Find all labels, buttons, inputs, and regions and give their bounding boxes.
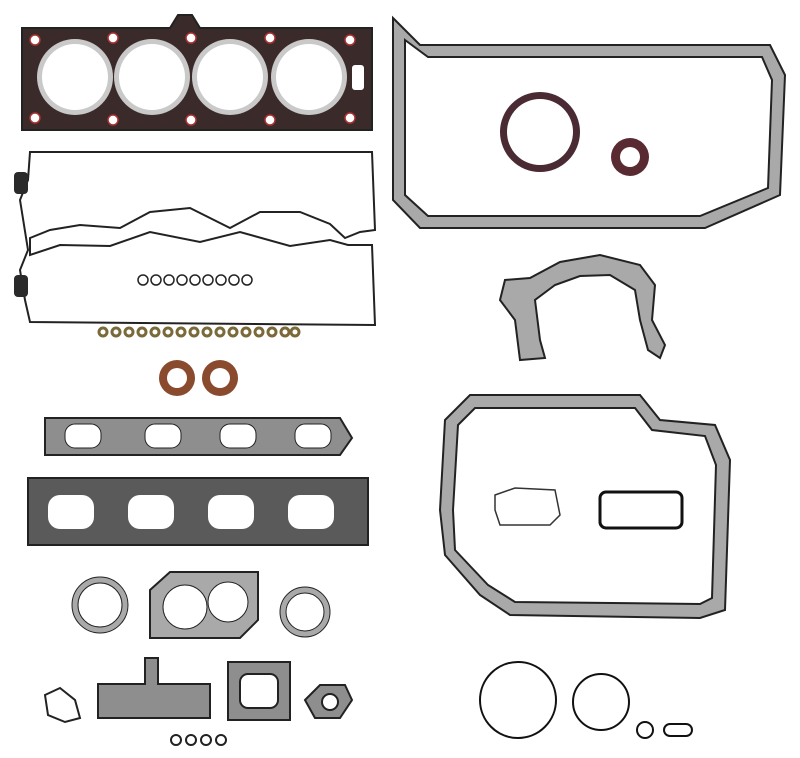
exhaust-rings xyxy=(71,571,331,639)
valve-stem-seals xyxy=(97,326,301,338)
large-o-rings xyxy=(479,661,693,739)
valve-cover-plug xyxy=(14,172,28,194)
front-cover-gasket xyxy=(498,253,667,362)
intake-manifold-gasket xyxy=(44,417,354,456)
valve-cover-gasket xyxy=(18,151,377,327)
small-gaskets xyxy=(43,657,354,746)
oil-pan-gasket-upper xyxy=(392,15,787,229)
camshaft-seals xyxy=(159,360,238,396)
valve-cover-plug xyxy=(14,275,28,297)
crankshaft-seals xyxy=(500,92,649,176)
oil-pan-gasket-lower xyxy=(438,394,732,620)
exhaust-manifold-gasket xyxy=(27,477,369,546)
o-ring-set xyxy=(137,274,253,286)
cylinder-head-gasket xyxy=(21,14,373,131)
